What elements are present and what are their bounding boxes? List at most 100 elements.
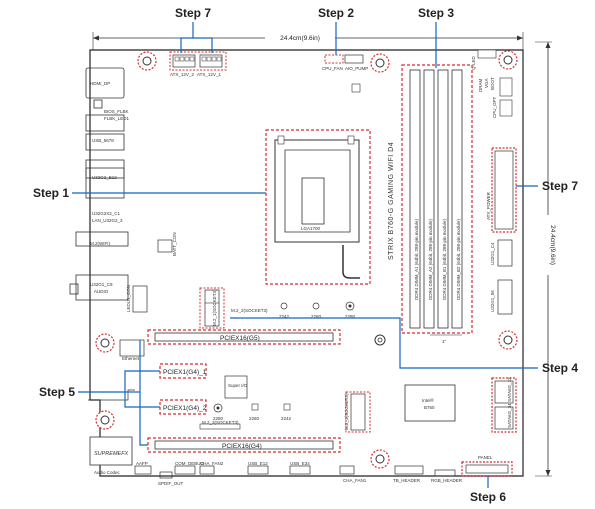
m2-3-slot [345, 391, 371, 433]
tb-header [394, 465, 424, 475]
spdif-label: SPDIF_OUT [158, 481, 184, 486]
chipset [404, 384, 456, 422]
dimm-slots: 1" DDR4 DIMM_A1 (64bit, 288-pin module) … [401, 64, 473, 344]
super-io-chip [224, 375, 248, 399]
m2-2242-a-label: 2242 [279, 314, 290, 319]
m2-2260-b-label: 2260 [249, 416, 260, 421]
m2-2-top-label: M.2_2(SOCKET3) [231, 308, 268, 313]
usb-e34-label: USB_E34 [290, 461, 310, 466]
rear-io [69, 67, 129, 301]
ethernet-chip [119, 339, 145, 357]
audio-label: AUDIO [94, 289, 109, 294]
cha-fan1-label: CHA_FAN1 [343, 478, 367, 483]
sata-12-label: SATA6G_12 [507, 377, 512, 402]
u32g1-c9-label: U32G1_C9 [90, 282, 113, 287]
mounting-hole-5 [498, 330, 518, 350]
m2-3-label: M.2_3(SOCKET3) [202, 420, 239, 425]
step-5-label: Step 5 [39, 385, 75, 399]
mounting-hole-1 [137, 51, 157, 71]
step-1-label: Step 1 [33, 186, 69, 200]
com-debug-header [174, 465, 196, 475]
m2-2-slot [199, 423, 241, 430]
spdif-header [159, 471, 173, 479]
dimm-b2-slot [451, 69, 463, 329]
chipset-brand-label: Intel® [422, 397, 435, 403]
mounting-hole-4 [95, 333, 115, 353]
supremefx-chip [89, 436, 133, 466]
cha-fan2-header [199, 465, 215, 475]
panel-label: PANEL [478, 455, 493, 460]
bios-flbk-button [93, 99, 103, 109]
bios-flbk-label: BIOS_FLBK [104, 109, 129, 114]
m2-2280-a-label: 2280 [345, 314, 356, 319]
ethernet-label: Ethernet [122, 356, 140, 361]
mounting-hole-8 [374, 334, 386, 346]
cpu-opt-label: CPU_OPT [492, 96, 497, 118]
usb-5678-label: USB_5678 [92, 138, 114, 143]
u32g2-e12-port [85, 133, 125, 151]
aio-pump-header [344, 54, 364, 64]
small-chip [351, 83, 361, 93]
step-callout-lines [72, 22, 538, 488]
u32g2-c1-label: U32G2X2_C1 [92, 211, 121, 216]
aafp-header [134, 465, 152, 475]
usb-e34-header [289, 465, 311, 475]
u32g1-56-header [497, 279, 513, 315]
cha-fan1-header [339, 465, 355, 475]
atx12v-1-label: ATX_12V_1 [197, 72, 221, 77]
aio-pump-label: AIO_PUMP [345, 66, 368, 71]
battery-label: BATT_CON [172, 232, 177, 256]
step-2-label: Step 2 [318, 6, 354, 20]
cpu-fan-header [324, 54, 344, 64]
cpu-socket [265, 129, 371, 285]
m2-1-standoffs [280, 301, 355, 311]
audio-codec-label: Audio Codec [94, 470, 121, 475]
lan-u32g2-label: LAN_U32G2_3 [92, 218, 123, 223]
audio-port [75, 274, 129, 301]
pciex16-g4-label: PCIEX16(G4) [222, 443, 262, 450]
dimm-a1-label: DDR4 DIMM_A1 (64bit, 288-pin module) [414, 218, 419, 300]
dimm-b2-label: DDR4 DIMM_B2 (64bit, 288-pin module) [456, 218, 461, 300]
pciex1-2-label: PCIEX1(G4)_2 [163, 405, 207, 412]
pciex16-g5-slot-highlight [147, 329, 341, 345]
atx-power-connector [491, 147, 517, 233]
atx-12v-connectors [169, 51, 227, 71]
width-label: 24.4cm(9.6in) [280, 35, 320, 42]
super-io-label: Super I/O [228, 383, 248, 388]
u32g1-c4-header [497, 239, 513, 267]
mounting-hole-7 [370, 449, 390, 469]
rgb-header-label: RGB_HEADER [431, 478, 463, 483]
dimm-a2-slot [423, 69, 435, 329]
dimm-pitch-label: 1" [442, 339, 447, 344]
dimm-b1-slot [437, 69, 449, 329]
flbk-led-label: FLBK_LED1 [104, 116, 130, 121]
height-label: 24.4cm(9.6in) [549, 225, 556, 265]
sata-34-label: SATA6G_34 [507, 403, 512, 428]
atx-power-label: ATX_POWER [486, 191, 491, 220]
hdmi-dp-port [85, 67, 125, 99]
pciex16-g5-label: PCIEX16(G5) [220, 335, 260, 342]
atx12v-2-label: ATX_12V_2 [170, 72, 194, 77]
usb-5678-port [85, 114, 125, 132]
step-4-label: Step 4 [542, 361, 578, 375]
dram-led-label: DRAM [478, 78, 483, 92]
m2-2-standoffs [213, 403, 291, 413]
rgb-header [434, 469, 456, 477]
m2-3-vert-label: M.2_3(SOCKET3) [344, 393, 349, 430]
battery-connector [157, 239, 173, 253]
mounting-hole-2 [370, 53, 390, 73]
vga-led-label: VGA [484, 78, 489, 88]
m2-wifi-label: M.2(WIFI) [90, 241, 110, 246]
step-7-right-label: Step 7 [542, 179, 578, 193]
m2-1-slot [199, 287, 225, 329]
pciex1-1-label: PCIEX1(G4)_1 [163, 369, 207, 376]
hdmi-dp-label: HDMI_DP [90, 81, 110, 86]
dimm-a1-slot [409, 69, 421, 329]
m2-2260-a-label: 2260 [311, 314, 322, 319]
u32g1-56-label: U32G1_56 [490, 290, 495, 312]
m2-2242-b-label: 2242 [281, 416, 292, 421]
lan-port [85, 167, 125, 199]
mounting-hole-3 [498, 50, 518, 70]
mounting-holes [95, 50, 518, 469]
